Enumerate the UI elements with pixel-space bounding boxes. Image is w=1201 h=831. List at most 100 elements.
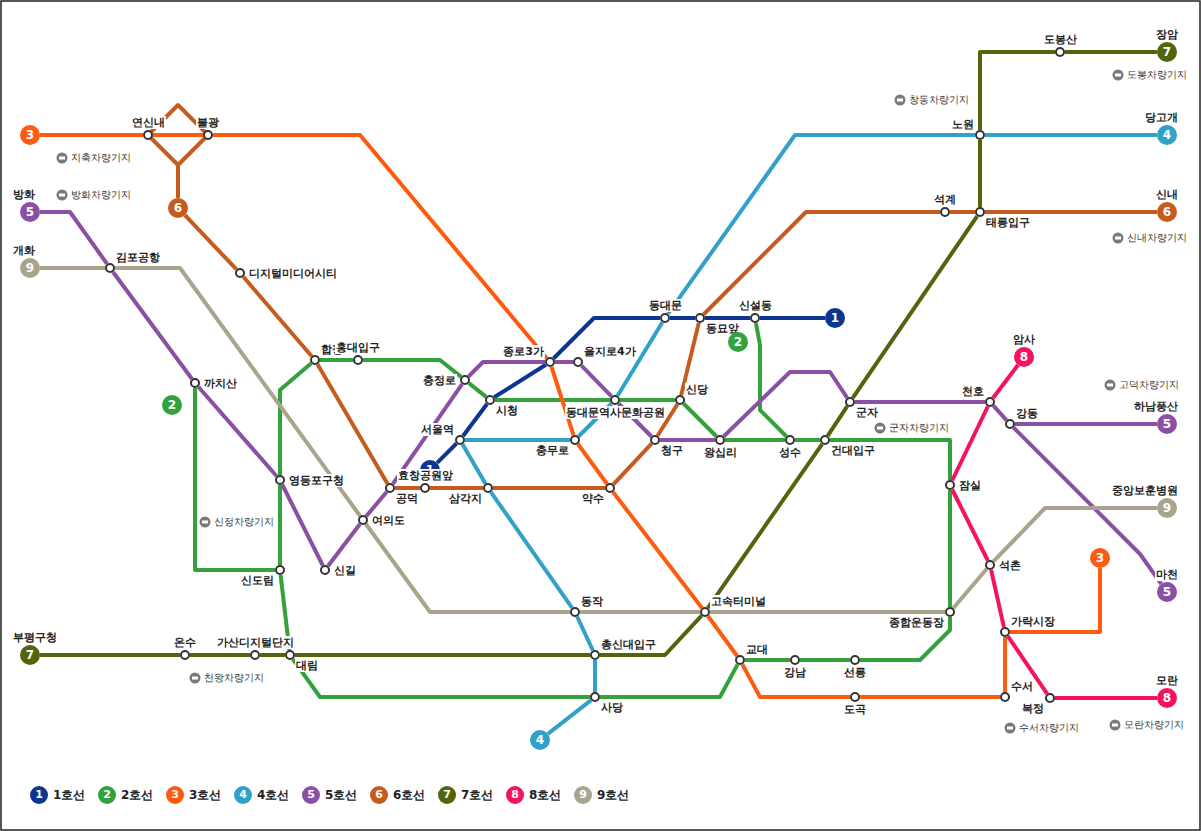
legend-text: 2호선 [121,788,153,802]
line-segment [295,653,590,657]
transfer-station: 삼각지 [483,483,493,493]
station-name: 도봉산 [1043,33,1078,46]
transfer-station: 선릉 [850,655,860,665]
line-segment [190,653,250,657]
station-name: 홍대입구 [335,341,381,354]
line-segment [684,404,717,437]
line-segment [708,616,737,656]
line-segment [578,444,607,484]
station-name: 영등포구청 [288,474,345,487]
legend-swatch: 4 [234,786,252,804]
station-name: 신길 [333,564,357,577]
depot-icon [1005,723,1016,734]
line-segment [855,400,985,404]
line-segment [660,438,715,442]
line-terminus: 6 [168,198,188,218]
line-segment [993,365,1018,398]
transfer-station: 종합운동장 [945,607,955,617]
transfer-station: 군자 [845,397,855,407]
depot-name: 도봉차량기지 [1126,69,1188,81]
transfer-station: 효창공원앞 [420,483,430,493]
terminus-name: 중앙보훈병원 [1111,484,1179,497]
terminus-name: 당고개 [1144,111,1179,124]
transfer-station: 노원 [975,130,985,140]
line-number: 6 [1157,202,1177,222]
depot-icon-circle [57,190,68,201]
depot-icon [200,517,211,528]
depot-icon-mark [897,99,903,102]
transfer-station: 약수 [605,483,615,493]
station-name: 가락시장 [1010,615,1056,628]
line-segment [393,384,462,484]
line-number: 8 [1014,347,1034,367]
line-segment [828,406,848,436]
depot-icon [57,153,68,164]
depot-name: 수서차량기지 [1018,722,1080,734]
station-name: 왕십리 [703,446,738,459]
line-terminus: 8암사 [1014,347,1034,367]
depot-icon-mark [59,157,65,160]
depot-name: 신내차량기지 [1126,232,1188,244]
line-segment [948,490,952,607]
station-name: 신도림 [240,574,275,587]
line-segment [708,444,822,608]
legend-number: 7 [438,786,456,804]
legend-text: 9호선 [597,788,629,802]
legend-number: 4 [234,786,252,804]
line-segment [463,444,486,483]
transfer-station: 여의도 [358,515,368,525]
line-terminus: 5방화 [20,202,40,222]
station-name: 시청 [495,404,519,417]
transfer-station: 동대문 [660,313,670,323]
legend-number: 6 [370,786,388,804]
legend-text: 1호선 [53,788,85,802]
transfer-station: 동작 [570,607,580,617]
line-terminus: 3 [20,125,40,145]
transfer-station: 가락시장 [1000,627,1010,637]
transfer-station: 신도림 [275,565,285,575]
line-terminus: 7부평구청 [20,645,40,665]
terminus-name: 신내 [1155,188,1179,201]
line-segment [994,508,1158,561]
legend-text: 5호선 [325,788,357,802]
transfer-station: 온수 [180,650,190,660]
line-segment [40,212,107,264]
line-segment [213,135,547,358]
line-segment [760,316,825,320]
line-segment [491,492,572,608]
station-name: 천호 [961,385,985,398]
transfer-station: 합정 [310,355,320,365]
line-segment [993,406,1006,421]
station-name: 태릉입구 [985,216,1031,229]
transfer-station: 천호 [985,397,995,407]
station-name: 잠실 [958,479,982,492]
depot-icon-circle [1005,723,1016,734]
transfer-station: 신설동 [750,313,760,323]
line-segment [1003,637,1007,692]
line-segment [985,210,1157,214]
depot-name: 군자차량기지 [888,422,950,434]
line-segment [1008,636,1047,694]
transfer-station: 사당 [590,692,600,702]
station-name: 동작 [580,595,604,608]
line-segment [670,316,695,320]
depot-icon-mark [1115,74,1121,77]
line-terminus: 9중앙보훈병원 [1157,498,1177,518]
line-segment [1055,696,1157,700]
station-name: 까치산 [203,377,238,390]
depot-name: 지축차량기지 [70,152,132,164]
line-segment [260,653,285,657]
legend-swatch: 5 [302,786,320,804]
station-name: 성수 [778,446,802,459]
line-segment [469,362,546,377]
legend-number: 1 [30,786,48,804]
line-segment [198,387,276,476]
station-name: 충무로 [535,444,570,457]
depot-icon-circle [1113,70,1124,81]
transfer-station: 잠실 [945,480,955,490]
line-number: 7 [1157,42,1177,62]
line-segment [437,444,456,463]
line-segment [991,570,1004,627]
depot-icon-mark [1115,237,1121,240]
